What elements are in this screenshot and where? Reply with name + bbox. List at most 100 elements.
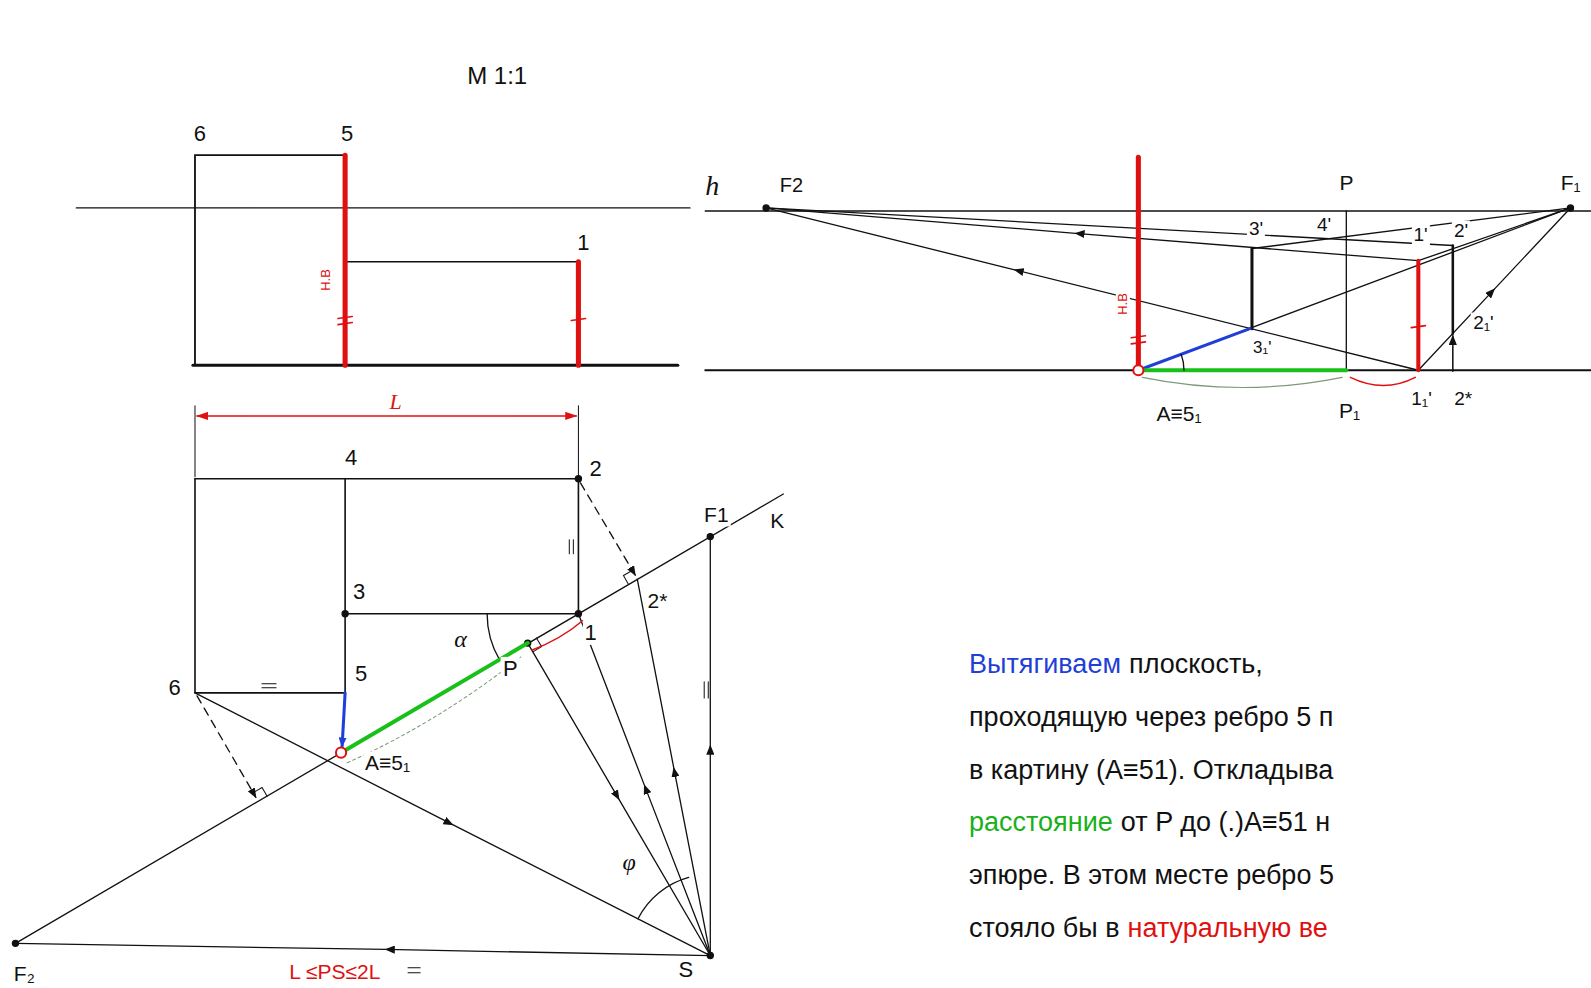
note-line: эпюре. В этом месте ребро 5 bbox=[969, 860, 1334, 891]
point-label: 3' bbox=[1247, 219, 1265, 240]
point-label: 1₁' bbox=[1409, 388, 1434, 409]
brace bbox=[1142, 377, 1342, 387]
point-marker bbox=[336, 748, 346, 758]
tick-mark bbox=[571, 319, 585, 321]
plan-edge bbox=[195, 478, 578, 480]
note-text: натуральную ве bbox=[1128, 913, 1328, 944]
point-label: 2₁' bbox=[1471, 312, 1496, 333]
point-label: 4' bbox=[1315, 215, 1333, 236]
vanishing-line bbox=[1418, 208, 1570, 261]
true-size-mark: Н.В bbox=[1116, 291, 1130, 317]
brace bbox=[532, 621, 583, 650]
angle-arc bbox=[638, 877, 689, 918]
angle-arc bbox=[1181, 354, 1184, 370]
vanishing-line bbox=[1252, 208, 1571, 249]
transfer-arrow bbox=[1452, 336, 1454, 372]
note-text: от P до (.)A≡51 н bbox=[1121, 807, 1330, 838]
plan-edge bbox=[194, 479, 196, 693]
point-label: A≡5₁ bbox=[1155, 402, 1204, 425]
tick-mark bbox=[338, 323, 352, 325]
point-marker bbox=[1133, 365, 1143, 375]
elevation-edge bbox=[195, 155, 345, 365]
right-angle-mark bbox=[253, 788, 267, 797]
point-label: 1' bbox=[1411, 225, 1429, 246]
point-label: 3₁' bbox=[1251, 339, 1273, 358]
horizon-line bbox=[76, 207, 690, 208]
equal-mark bbox=[262, 683, 276, 684]
right-angle-mark bbox=[623, 570, 632, 584]
point-dot bbox=[575, 476, 581, 482]
plan-edge bbox=[195, 692, 345, 694]
equal-mark bbox=[569, 540, 570, 554]
point-label: A≡5₁ bbox=[363, 751, 412, 774]
point-number: 2 bbox=[587, 457, 603, 481]
distance-segment bbox=[1138, 368, 1346, 372]
picture-plane-trace bbox=[15, 494, 783, 943]
true-height-edge bbox=[343, 155, 348, 365]
principal-vertical bbox=[1346, 211, 1347, 370]
receding-edge bbox=[1138, 329, 1250, 371]
vanishing-line bbox=[766, 208, 1453, 246]
sight-ray bbox=[195, 693, 710, 956]
point-label: 2* bbox=[1452, 388, 1474, 409]
tick-mark bbox=[1131, 342, 1145, 344]
vanishing-point-label: F1 bbox=[702, 504, 731, 527]
vanishing-point-label: F2 bbox=[778, 174, 805, 196]
brace bbox=[347, 656, 521, 763]
point-number: 1 bbox=[575, 231, 591, 255]
distance-segment bbox=[341, 643, 528, 753]
note-text: Вытягиваем bbox=[969, 649, 1121, 680]
note-text: в картину (A≡51). Откладыва bbox=[969, 755, 1333, 786]
vanishing-ray bbox=[15, 943, 710, 955]
shift-arrow bbox=[342, 693, 345, 747]
point-number: 4 bbox=[343, 446, 359, 470]
note-line: в картину (A≡51). Откладыва bbox=[969, 755, 1333, 786]
station-point-label: S bbox=[677, 958, 696, 982]
ground-line bbox=[705, 369, 1591, 371]
point-number: 6 bbox=[166, 676, 182, 700]
point-number: 5 bbox=[339, 122, 355, 146]
vanishing-point-label: F₂ bbox=[12, 962, 37, 985]
point-number: 3 bbox=[351, 580, 367, 604]
equal-mark bbox=[262, 687, 276, 688]
note-text: эпюре. В этом месте ребро 5 bbox=[969, 860, 1334, 891]
tick-mark bbox=[1411, 326, 1425, 328]
point-label: P bbox=[1337, 171, 1355, 194]
note-line: Вытягиваем плоскость, bbox=[969, 649, 1263, 680]
true-height-edge bbox=[576, 262, 581, 365]
tick-mark bbox=[1131, 336, 1145, 338]
point-number: 6 bbox=[192, 122, 208, 146]
true-height-edge bbox=[1136, 157, 1141, 370]
brace bbox=[1350, 377, 1415, 385]
perspective-edge bbox=[1452, 245, 1455, 333]
equal-mark bbox=[573, 540, 574, 554]
equal-mark bbox=[408, 972, 420, 973]
note-text: расстояние bbox=[969, 807, 1113, 838]
vanishing-line bbox=[766, 208, 1418, 261]
vanishing-line bbox=[1138, 208, 1570, 370]
perspective-edge bbox=[1416, 261, 1420, 371]
distance-condition: L ≤PS≤2L bbox=[287, 960, 382, 983]
vanishing-ray bbox=[710, 537, 711, 956]
note-text: плоскость, bbox=[1129, 649, 1263, 680]
dimension-line bbox=[197, 415, 576, 417]
point-label: 2' bbox=[1452, 221, 1470, 242]
true-size-mark: Н.В bbox=[319, 267, 333, 293]
vanishing-point-label: F₁ bbox=[1559, 171, 1583, 194]
vanishing-line bbox=[1418, 208, 1570, 370]
point-label: P bbox=[501, 657, 520, 681]
vanishing-line bbox=[766, 208, 1418, 370]
perspective-edge bbox=[1250, 249, 1253, 329]
note-text: стояло бы в bbox=[969, 913, 1120, 944]
plane-label: K bbox=[768, 510, 786, 533]
plan-edge bbox=[578, 479, 580, 614]
elevation-edge bbox=[345, 261, 578, 263]
equal-mark bbox=[408, 967, 420, 968]
tick-mark bbox=[338, 316, 352, 318]
ground-line bbox=[193, 364, 678, 367]
dimension-label: L bbox=[388, 390, 404, 414]
scale-note: М 1:1 bbox=[465, 63, 529, 89]
equal-mark bbox=[708, 682, 709, 698]
